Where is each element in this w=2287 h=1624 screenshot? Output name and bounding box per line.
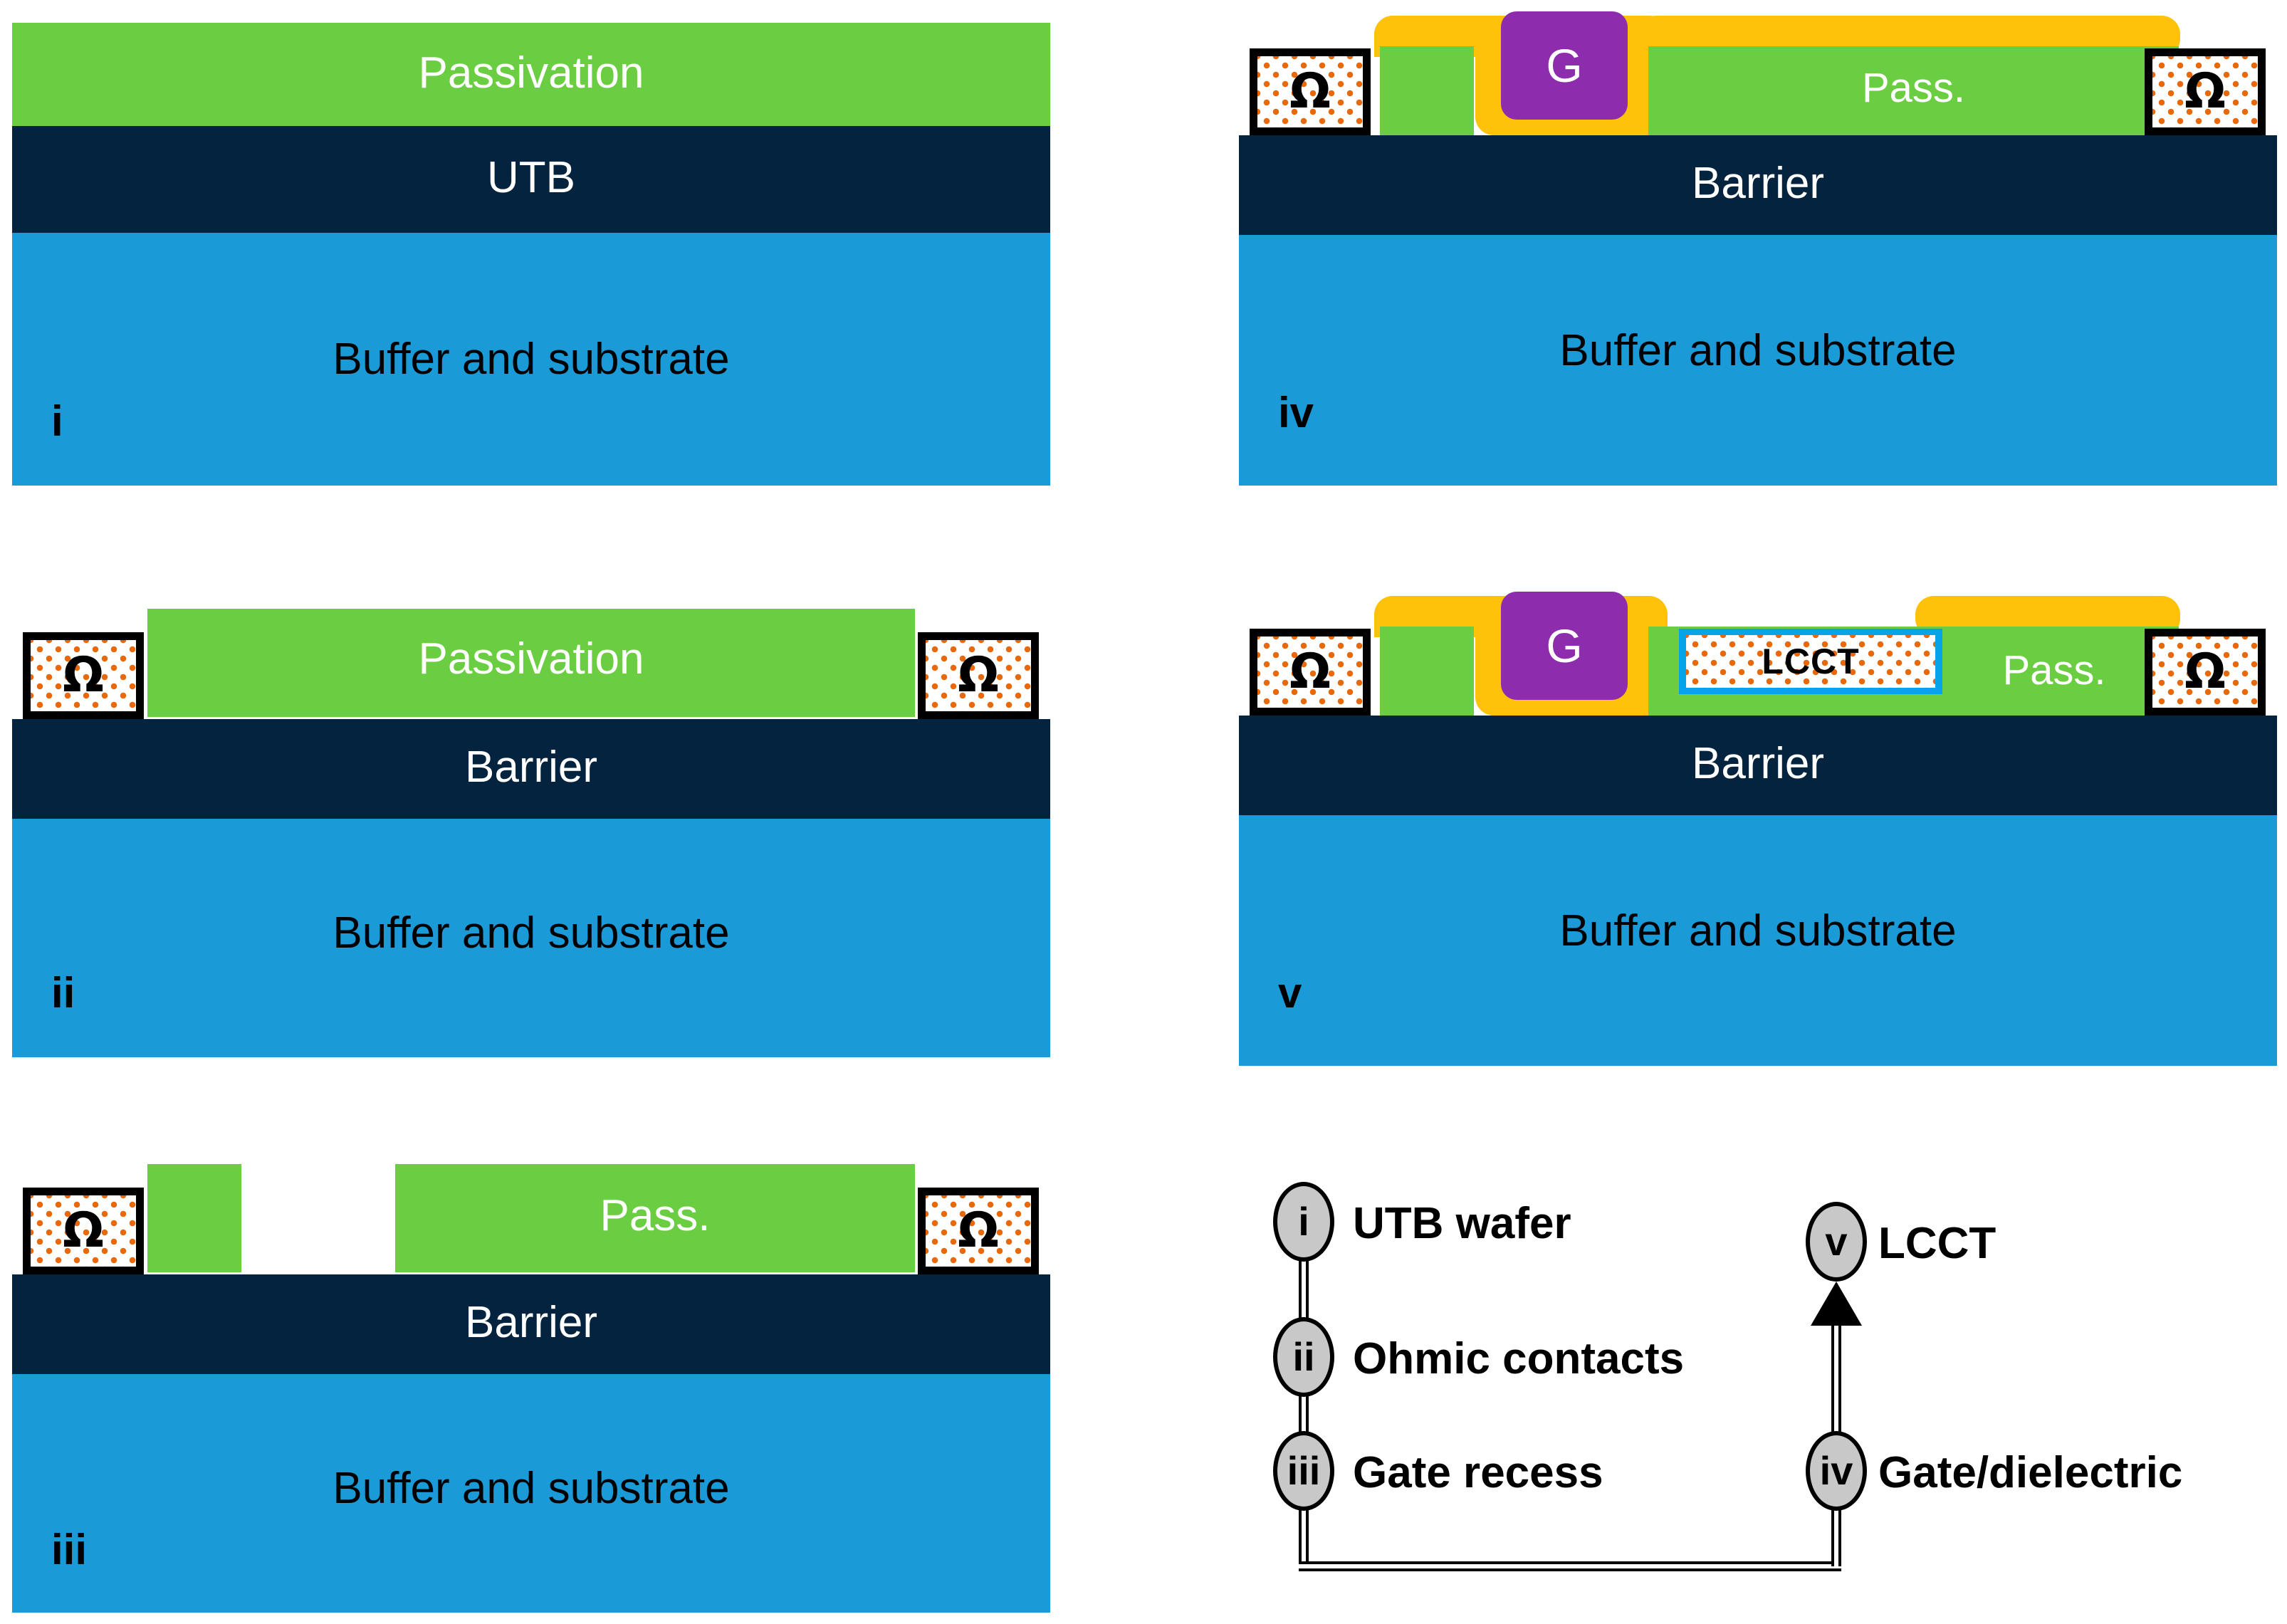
omega-icon: Ω [958, 647, 999, 703]
panel-v-substrate-label: Buffer and substrate [1559, 906, 1957, 955]
flow-connector-i-to-ii [1299, 1257, 1309, 1318]
panel-iii-barrier-layer [12, 1274, 1050, 1374]
ohmic-contact-right: Ω [918, 632, 1039, 719]
flow-node-iii-numeral: iii [1287, 1448, 1321, 1493]
panel-iv-roman-numeral: iv [1278, 389, 1314, 436]
flow-node-i-numeral: i [1298, 1199, 1309, 1244]
panel-iii: Pass. Ω Ω Barrier Buffer and substrate i… [12, 1164, 1050, 1613]
panel-i-passivation-label: Passivation [418, 48, 644, 98]
ohmic-contact-left: Ω [23, 632, 144, 719]
flow-label-ii: Ohmic contacts [1353, 1334, 1685, 1383]
panel-v-gate-electrode: G [1501, 592, 1628, 700]
ohmic-contact-left-fill: Ω [31, 640, 136, 711]
panel-ii-roman-numeral: ii [51, 969, 75, 1017]
panel-iii-roman-numeral: iii [51, 1526, 88, 1573]
panel-ii-passivation-layer [147, 609, 915, 717]
omega-icon: Ω [1289, 63, 1331, 120]
flow-node-v[interactable]: v [1806, 1202, 1867, 1282]
omega-icon: Ω [2184, 63, 2226, 120]
omega-icon: Ω [1289, 644, 1331, 700]
panel-i-substrate-label: Buffer and substrate [333, 335, 730, 384]
ohmic-contact-right-fill: Ω [926, 640, 1031, 711]
ohmic-contact-right-fill: Ω [2152, 636, 2258, 708]
panel-ii-substrate-layer [12, 819, 1050, 1057]
panel-ii: Passivation Ω Ω Barrier Buffer and subst… [12, 609, 1050, 1057]
flow-label-v: LCCT [1878, 1219, 1996, 1268]
panel-iv: Pass. G Ω Ω Barrier Buffer and substrate… [1239, 7, 2277, 486]
panel-i-utb-label: UTB [487, 153, 575, 202]
flow-node-iv-numeral: iv [1819, 1448, 1853, 1493]
process-flow-chart: i UTB wafer ii Ohmic contacts iii Gate r… [1239, 1182, 2278, 1609]
panel-v-passivation-label: Pass. [2002, 647, 2106, 693]
panel-iv-barrier-label: Barrier [1691, 159, 1825, 208]
ohmic-contact-right-fill: Ω [926, 1195, 1031, 1267]
ohmic-contact-left: Ω [1250, 629, 1371, 716]
ohmic-contact-left-fill: Ω [31, 1195, 136, 1267]
lcct-label: LCCT [1762, 641, 1860, 681]
panel-ii-passivation-label: Passivation [418, 634, 644, 683]
omega-icon: Ω [958, 1203, 999, 1259]
ohmic-contact-right: Ω [918, 1188, 1039, 1274]
panel-iii-substrate-layer [12, 1374, 1050, 1613]
ohmic-contact-left-fill: Ω [1257, 56, 1363, 127]
flow-node-v-numeral: v [1825, 1219, 1848, 1264]
panel-iv-passivation-right [1648, 46, 2179, 135]
panel-v-substrate-layer [1239, 815, 2277, 1066]
panel-v-passivation-left [1380, 627, 1474, 716]
panel-iii-barrier-label: Barrier [464, 1298, 598, 1347]
panel-i-substrate-layer [12, 233, 1050, 486]
ohmic-contact-right-fill: Ω [2152, 56, 2258, 127]
panel-i-utb-layer [12, 126, 1050, 233]
flow-connector-iv-to-v [1831, 1321, 1841, 1435]
panel-i: Passivation UTB Buffer and substrate i [12, 23, 1050, 486]
flow-arrowhead-to-v [1811, 1282, 1862, 1326]
ohmic-contact-right: Ω [2145, 48, 2266, 135]
flow-connector-bottom-run [1299, 1561, 1841, 1571]
lcct-badge-fill: LCCT [1686, 635, 1935, 688]
flow-node-i[interactable]: i [1273, 1182, 1334, 1262]
flow-node-iv[interactable]: iv [1806, 1431, 1867, 1511]
panel-v-barrier-label: Barrier [1691, 739, 1825, 788]
ohmic-contact-left-fill: Ω [1257, 636, 1363, 708]
flow-label-iii: Gate recess [1353, 1448, 1603, 1497]
panel-iv-barrier-layer [1239, 135, 2277, 235]
panel-iii-substrate-label: Buffer and substrate [333, 1464, 730, 1513]
panel-iii-passivation-left [147, 1164, 241, 1272]
ohmic-contact-left: Ω [23, 1188, 144, 1274]
panel-iii-passivation-label: Pass. [600, 1191, 711, 1240]
panel-v-barrier-layer [1239, 716, 2277, 815]
panel-iv-passivation-left [1380, 46, 1474, 135]
flow-node-ii-numeral: ii [1292, 1334, 1315, 1379]
panel-iv-passivation-label: Pass. [1861, 65, 1966, 111]
panel-iv-gate-label: G [1546, 39, 1583, 92]
ohmic-contact-right: Ω [2145, 629, 2266, 716]
panel-iv-substrate-label: Buffer and substrate [1559, 326, 1957, 375]
panel-iii-passivation-right [395, 1164, 915, 1272]
lcct-badge: LCCT [1679, 629, 1942, 694]
omega-icon: Ω [2184, 644, 2226, 700]
panel-ii-substrate-label: Buffer and substrate [333, 908, 730, 958]
panel-iv-gate-electrode: G [1501, 11, 1628, 120]
panel-v: Pass. G LCCT Ω Ω Barrier Buffer and subs… [1239, 587, 2277, 1066]
flow-node-ii[interactable]: ii [1273, 1317, 1334, 1397]
panel-ii-barrier-label: Barrier [464, 743, 598, 792]
panel-v-roman-numeral: v [1278, 969, 1302, 1017]
panel-ii-barrier-layer [12, 719, 1050, 819]
flow-label-i: UTB wafer [1353, 1199, 1571, 1248]
panel-iv-substrate-layer [1239, 235, 2277, 486]
panel-i-roman-numeral: i [51, 397, 63, 445]
panel-i-passivation-layer [12, 23, 1050, 126]
flow-node-iii[interactable]: iii [1273, 1431, 1334, 1511]
flow-label-iv: Gate/dielectric [1878, 1448, 2183, 1497]
omega-icon: Ω [63, 647, 104, 703]
panel-v-gate-label: G [1546, 619, 1583, 672]
omega-icon: Ω [63, 1203, 104, 1259]
ohmic-contact-left: Ω [1250, 48, 1371, 135]
